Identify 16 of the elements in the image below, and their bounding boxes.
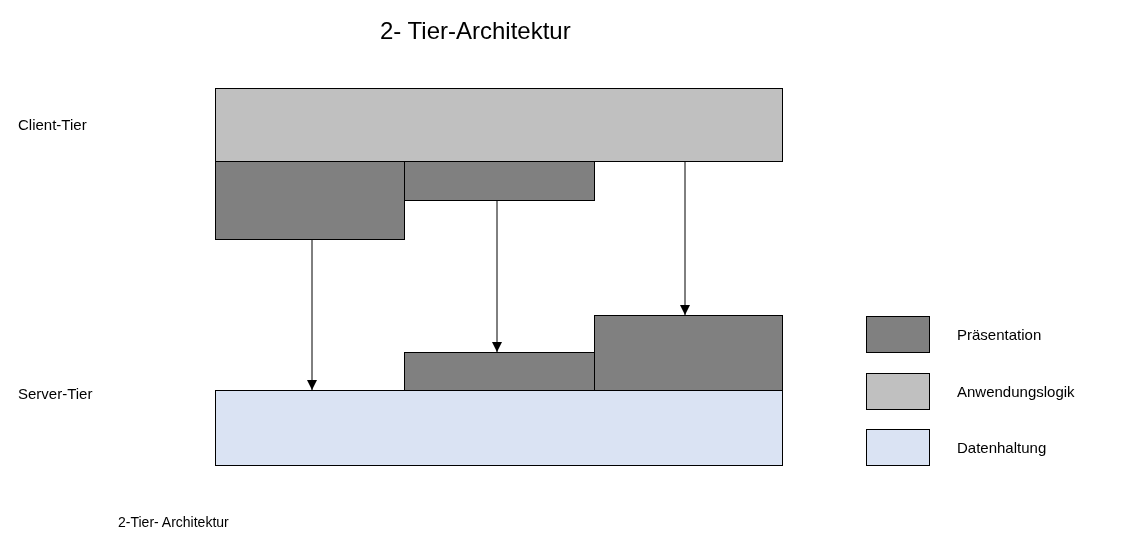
tier-block (404, 161, 595, 201)
arrow (680, 161, 690, 316)
arrow (307, 239, 317, 391)
tier-label: Server-Tier (18, 385, 93, 402)
title: 2- Tier-Architektur (380, 17, 571, 45)
tier-block (404, 352, 595, 391)
legend-label: Präsentation (957, 326, 1042, 343)
tier-block (215, 390, 783, 466)
tier-block (594, 315, 783, 391)
caption: 2-Tier- Architektur (118, 514, 229, 530)
tier-block (215, 88, 783, 162)
tier-block (215, 161, 405, 240)
legend-label: Datenhaltung (957, 439, 1047, 456)
arrow (492, 200, 502, 353)
tier-label: Client-Tier (18, 116, 87, 133)
legend-label: Anwendungslogik (957, 383, 1075, 400)
